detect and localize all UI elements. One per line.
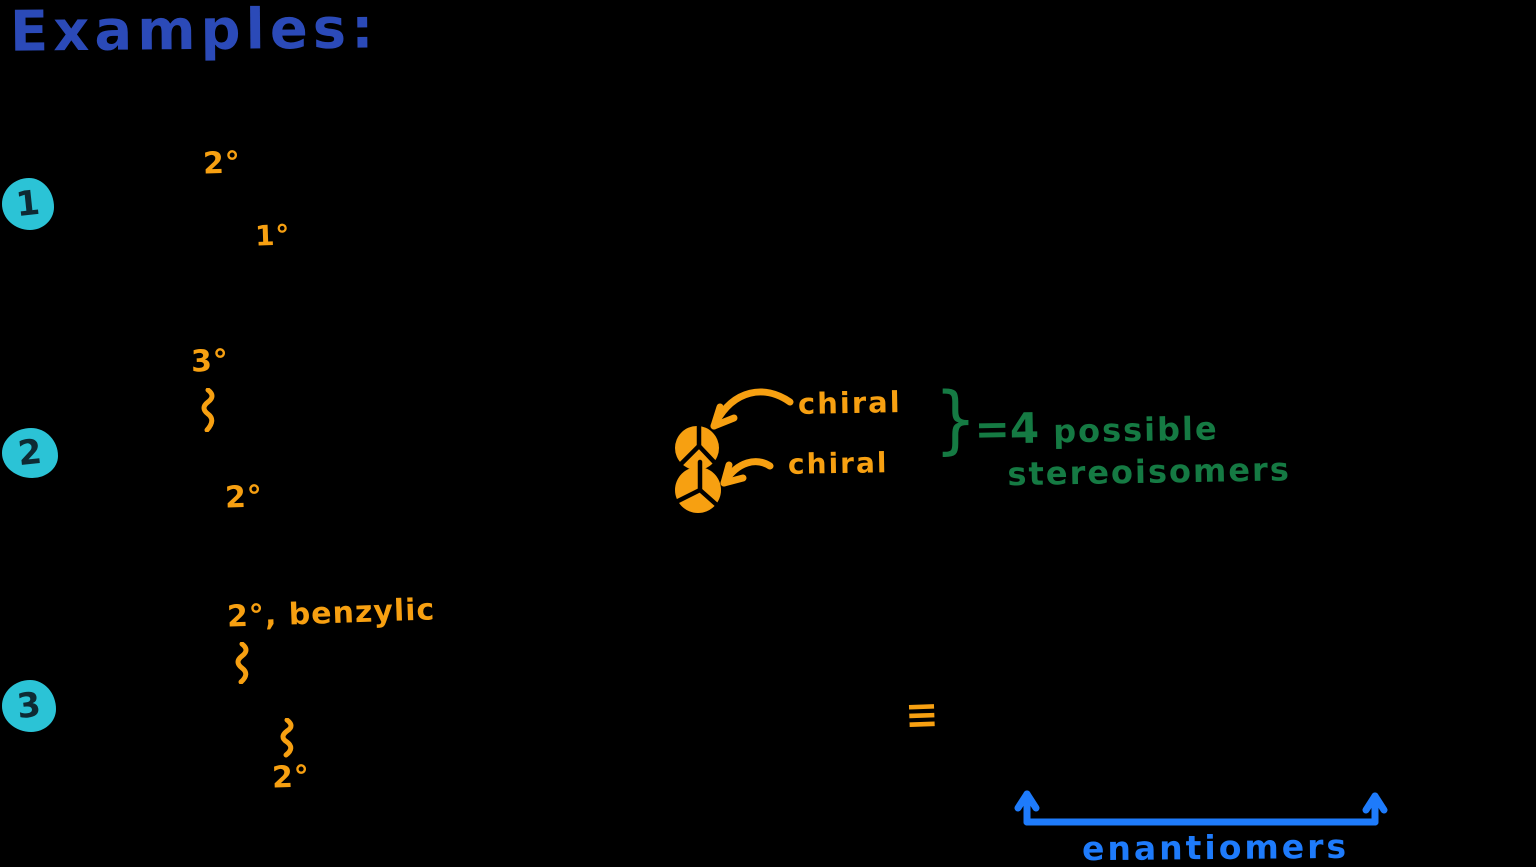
chiral-center-highlight bbox=[671, 421, 721, 513]
arrow-to-top-chiral-center-icon bbox=[710, 388, 794, 430]
brace: } bbox=[934, 377, 977, 463]
squiggle-connector-icon bbox=[280, 718, 294, 758]
example-3-number: 3 bbox=[15, 684, 43, 728]
stereoisomer-word2: stereoisomers bbox=[1007, 450, 1292, 494]
example-2-marker: 2 bbox=[2, 428, 58, 478]
page-title: Examples: bbox=[9, 0, 379, 65]
example-1-degree-label-primary: 1° bbox=[254, 218, 292, 253]
example-2-degree-label-secondary: 2° bbox=[224, 479, 264, 516]
enantiomers-label: enantiomers bbox=[1081, 826, 1350, 867]
stereoisomer-word1: possible bbox=[1052, 409, 1219, 451]
example-3-marker: 3 bbox=[2, 680, 56, 732]
example-2-degree-label-tertiary: 3° bbox=[190, 343, 230, 380]
chiral-label-bottom: chiral bbox=[787, 446, 889, 481]
example-1-number: 1 bbox=[14, 182, 42, 226]
example-2-number: 2 bbox=[16, 431, 44, 475]
stereoisomer-note: =4 possible stereoisomers bbox=[974, 399, 1292, 494]
chiral-label-top: chiral bbox=[797, 385, 902, 421]
example-3-benzylic-label: 2°, benzylic bbox=[226, 592, 436, 635]
example-1-marker: 1 bbox=[2, 178, 54, 230]
identical-to-icon: ≡ bbox=[904, 691, 940, 739]
squiggle-connector-icon bbox=[235, 642, 249, 684]
enantiomers-bracket-icon bbox=[1014, 790, 1388, 826]
example-1-degree-label-secondary: 2° bbox=[202, 145, 242, 182]
arrow-to-bottom-chiral-center-icon bbox=[720, 458, 774, 487]
example-3-degree-label-secondary: 2° bbox=[271, 759, 311, 796]
stereoisomer-count: =4 bbox=[974, 403, 1040, 454]
squiggle-connector-icon bbox=[201, 388, 215, 432]
